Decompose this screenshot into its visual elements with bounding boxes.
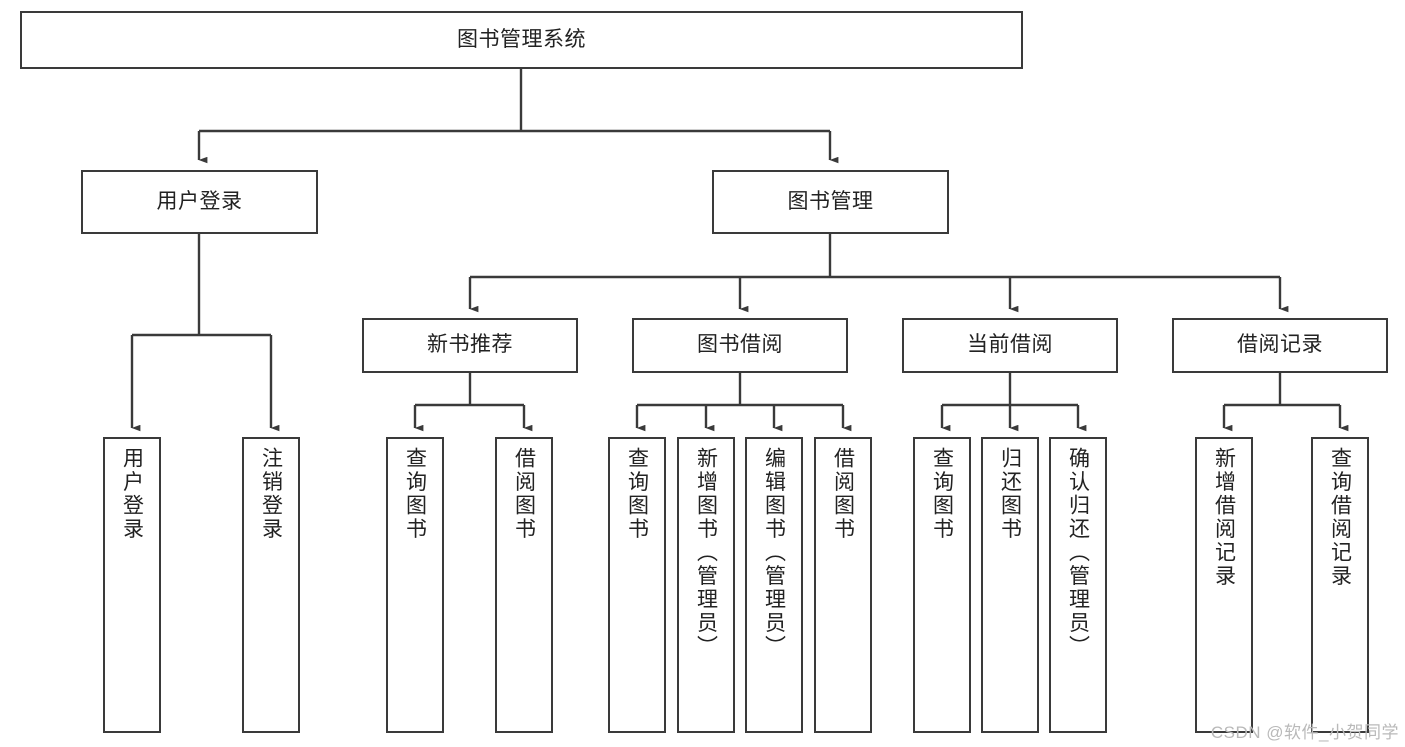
leaf-logout-login-label: 注销登录 — [259, 447, 283, 541]
leaf-query-book-1[interactable]: 查询图书 — [386, 437, 444, 733]
node-borrow-record-label: 借阅记录 — [1237, 333, 1323, 357]
leaf-borrow-book-2[interactable]: 借阅图书 — [814, 437, 872, 733]
node-user-login-label: 用户登录 — [156, 189, 243, 213]
leaf-add-record[interactable]: 新增借阅记录 — [1195, 437, 1253, 733]
node-book-management[interactable]: 图书管理 — [712, 170, 949, 234]
leaf-borrow-book-2-label: 借阅图书 — [831, 447, 855, 541]
node-new-book-recommend-label: 新书推荐 — [427, 333, 513, 357]
node-book-borrow-label: 图书借阅 — [697, 333, 783, 357]
node-root[interactable]: 图书管理系统 — [20, 11, 1023, 69]
node-book-management-label: 图书管理 — [787, 189, 874, 213]
leaf-confirm-return[interactable]: 确认归还（管理员） — [1049, 437, 1107, 733]
node-user-login[interactable]: 用户登录 — [81, 170, 318, 234]
leaf-edit-book-label: 编辑图书（管理员） — [762, 447, 786, 659]
leaf-query-book-2[interactable]: 查询图书 — [608, 437, 666, 733]
node-root-label: 图书管理系统 — [457, 27, 586, 51]
watermark-text: CSDN @软件_小贺同学 — [1210, 723, 1399, 742]
leaf-query-book-1-label: 查询图书 — [403, 447, 427, 541]
leaf-logout-login[interactable]: 注销登录 — [242, 437, 300, 733]
leaf-query-book-2-label: 查询图书 — [625, 447, 649, 541]
leaf-return-book-label: 归还图书 — [998, 447, 1022, 541]
leaf-add-book[interactable]: 新增图书（管理员） — [677, 437, 735, 733]
leaf-borrow-book-1[interactable]: 借阅图书 — [495, 437, 553, 733]
node-current-borrow-label: 当前借阅 — [967, 333, 1053, 357]
leaf-query-record-label: 查询借阅记录 — [1328, 447, 1352, 588]
leaf-add-book-label: 新增图书（管理员） — [694, 447, 718, 659]
leaf-add-record-label: 新增借阅记录 — [1212, 447, 1236, 588]
leaf-user-login-label: 用户登录 — [120, 447, 144, 541]
leaf-query-record[interactable]: 查询借阅记录 — [1311, 437, 1369, 733]
leaf-query-book-3[interactable]: 查询图书 — [913, 437, 971, 733]
leaf-edit-book[interactable]: 编辑图书（管理员） — [745, 437, 803, 733]
leaf-borrow-book-1-label: 借阅图书 — [512, 447, 536, 541]
node-new-book-recommend[interactable]: 新书推荐 — [362, 318, 578, 373]
node-borrow-record[interactable]: 借阅记录 — [1172, 318, 1388, 373]
leaf-return-book[interactable]: 归还图书 — [981, 437, 1039, 733]
node-current-borrow[interactable]: 当前借阅 — [902, 318, 1118, 373]
leaf-confirm-return-label: 确认归还（管理员） — [1066, 447, 1090, 659]
leaf-query-book-3-label: 查询图书 — [930, 447, 954, 541]
leaf-user-login[interactable]: 用户登录 — [103, 437, 161, 733]
node-book-borrow[interactable]: 图书借阅 — [632, 318, 848, 373]
